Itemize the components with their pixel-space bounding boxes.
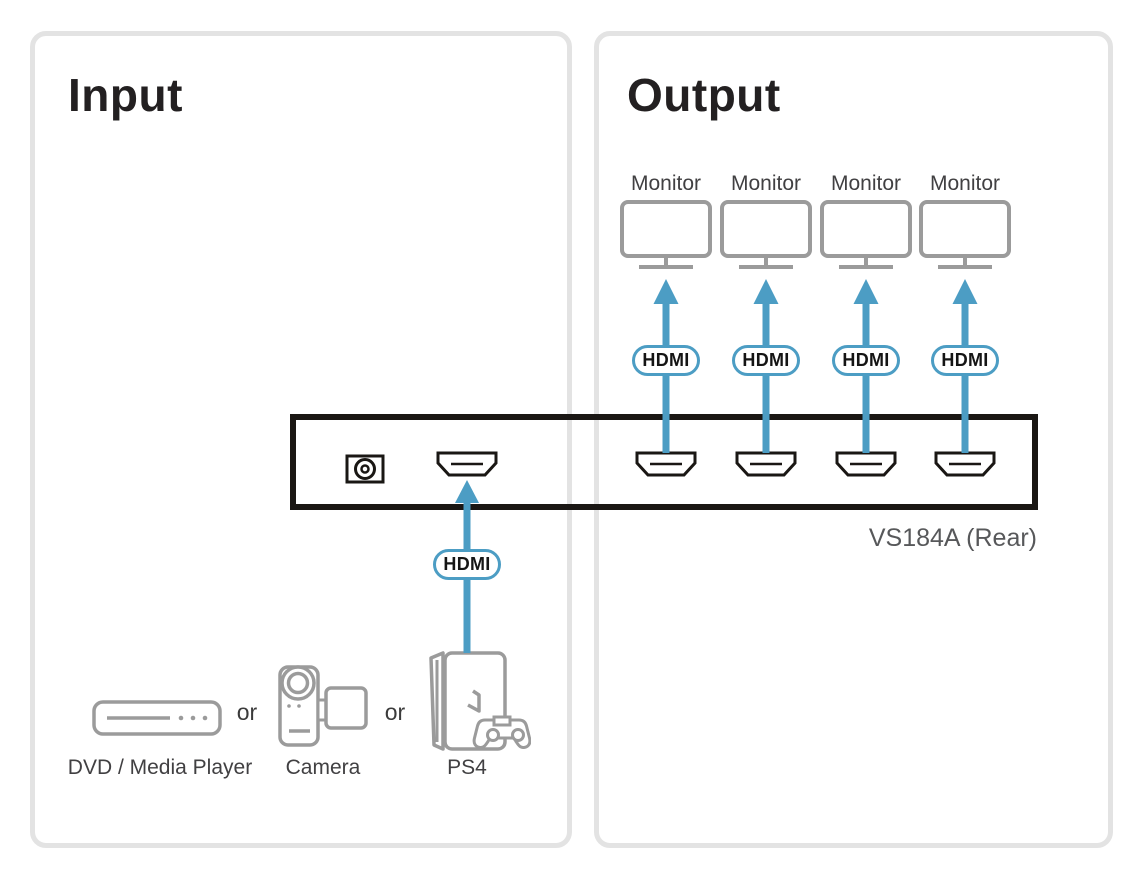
output-column: Monitor <box>919 172 1011 277</box>
up-arrow-icon <box>853 279 879 453</box>
output-column: Monitor <box>820 172 912 277</box>
power-jack-icon <box>345 454 385 484</box>
up-arrow-icon <box>753 279 779 453</box>
hdmi-output-port-icon <box>735 451 797 477</box>
output-column: Monitor <box>720 172 812 277</box>
or-separator: or <box>236 699 258 725</box>
output-column: Monitor <box>620 172 712 277</box>
up-arrow-icon <box>653 279 679 453</box>
ps4-label: PS4 <box>447 756 487 779</box>
monitor-label: Monitor <box>830 172 902 195</box>
hdmi-output-port-icon <box>934 451 996 477</box>
hdmi-output-port-icon <box>635 451 697 477</box>
dvd-media-player-icon <box>92 700 222 736</box>
monitor-icon <box>720 200 812 269</box>
hdmi-badge: HDMI <box>433 549 501 580</box>
hdmi-badge: HDMI <box>832 345 900 376</box>
device-model-label: VS184A (Rear) <box>868 524 1037 552</box>
camera-icon <box>278 665 368 747</box>
input-panel-border-passthrough <box>567 420 572 504</box>
hdmi-badge: HDMI <box>931 345 999 376</box>
monitor-icon <box>919 200 1011 269</box>
or-separator: or <box>384 699 406 725</box>
hdmi-output-port-icon <box>835 451 897 477</box>
monitor-label: Monitor <box>929 172 1001 195</box>
up-arrow-icon <box>952 279 978 453</box>
monitor-label: Monitor <box>730 172 802 195</box>
output-panel-title: Output <box>627 69 781 121</box>
input-panel-title: Input <box>68 69 183 121</box>
hdmi-badge: HDMI <box>732 345 800 376</box>
camera-label: Camera <box>285 756 361 779</box>
hdmi-input-port-icon <box>436 451 498 477</box>
output-panel-border-passthrough <box>594 420 599 504</box>
monitor-icon <box>820 200 912 269</box>
ps4-console-icon <box>429 651 531 751</box>
monitor-icon <box>620 200 712 269</box>
hdmi-badge: HDMI <box>632 345 700 376</box>
dvd-media-player-label: DVD / Media Player <box>67 756 253 779</box>
monitor-label: Monitor <box>630 172 702 195</box>
